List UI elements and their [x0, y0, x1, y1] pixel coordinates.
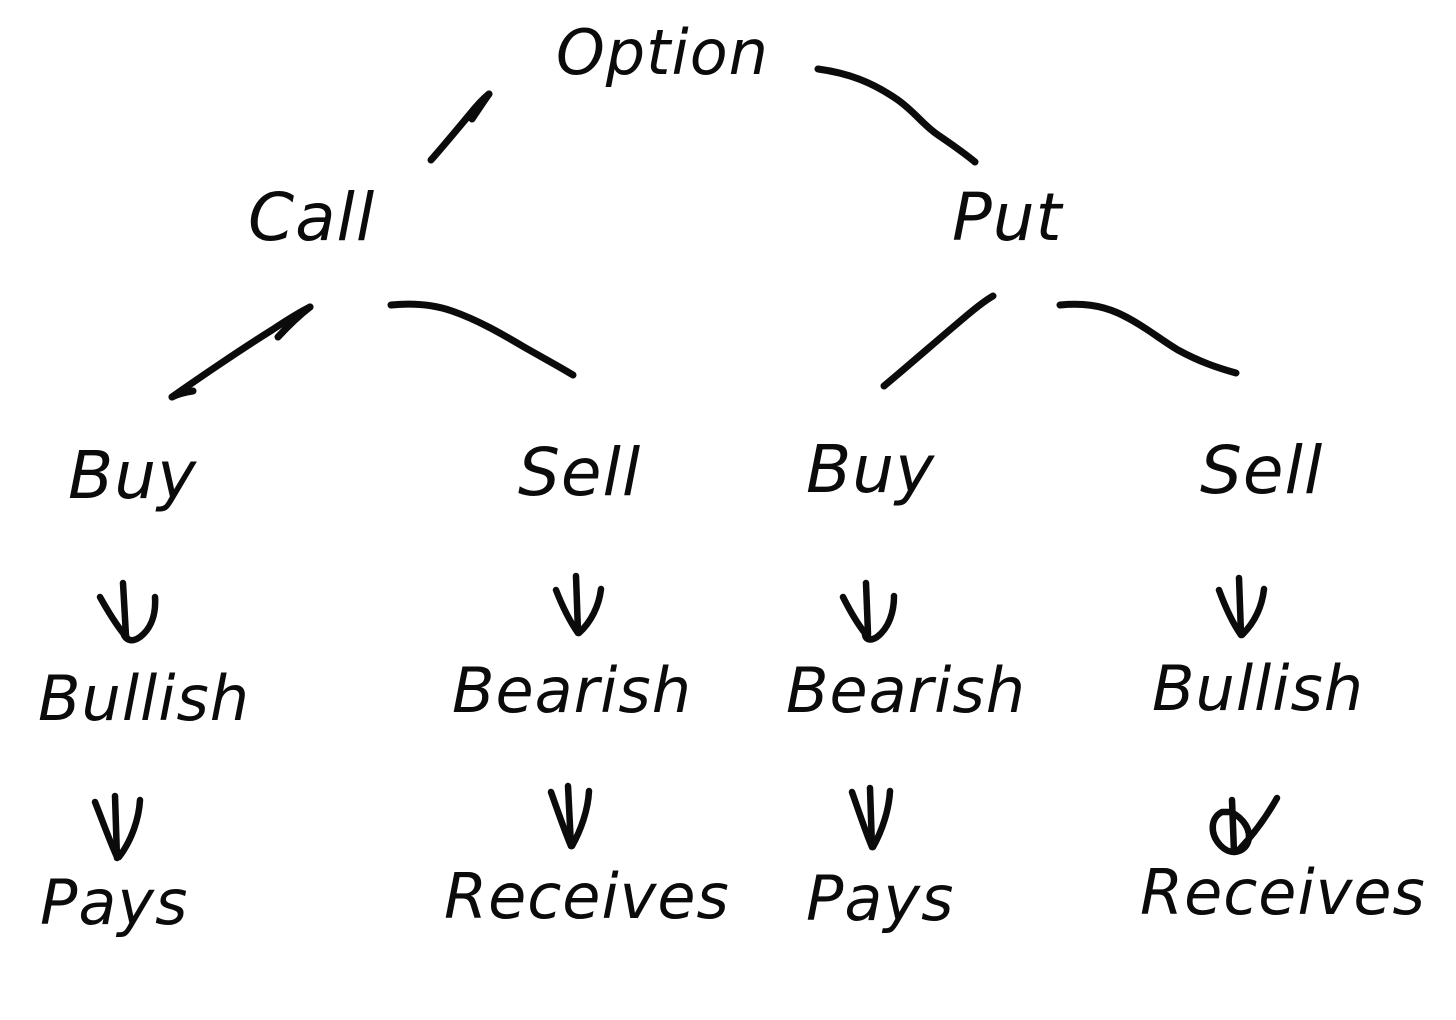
node-call-buy-cashflow[interactable]: Pays [40, 866, 189, 939]
edge-call-buy-tail [168, 387, 197, 401]
node-call[interactable]: Call [248, 179, 376, 256]
edge-put-buy [880, 292, 997, 390]
arrow-col3-1 [839, 579, 898, 643]
node-put-buy-cashflow[interactable]: Pays [806, 862, 955, 935]
edge-call-buy-hook [274, 303, 314, 341]
node-call-sell-cashflow[interactable]: Receives [444, 860, 730, 933]
edge-option-call [427, 90, 493, 164]
node-call-buy-action[interactable]: Buy [68, 437, 198, 514]
edge-call-sell [387, 300, 577, 379]
node-put-buy-action[interactable]: Buy [806, 431, 936, 508]
edge-option-put [814, 65, 979, 166]
node-put-sell-cashflow[interactable]: Receives [1140, 856, 1426, 929]
arrow-col1-2 [91, 792, 144, 862]
node-call-sell-action[interactable]: Sell [518, 434, 642, 511]
arrow-col4-2 [1209, 794, 1281, 856]
arrow-col3-2 [848, 784, 894, 851]
arrow-col1-1 [96, 579, 159, 644]
node-option[interactable]: Option [556, 16, 769, 89]
node-put[interactable]: Put [952, 179, 1063, 256]
arrow-col2-2 [547, 782, 593, 850]
edge-put-sell [1056, 300, 1240, 377]
node-call-sell-sentiment[interactable]: Bearish [452, 654, 692, 727]
arrow-col4-1 [1215, 574, 1268, 639]
node-put-sell-sentiment[interactable]: Bullish [1152, 652, 1365, 725]
node-put-buy-sentiment[interactable]: Bearish [786, 654, 1026, 727]
edge-option-call-hook [468, 90, 493, 123]
node-put-sell-action[interactable]: Sell [1200, 432, 1324, 509]
edge-call-buy [168, 303, 314, 401]
node-call-buy-sentiment[interactable]: Bullish [38, 662, 251, 735]
arrow-col2-1 [552, 572, 605, 637]
